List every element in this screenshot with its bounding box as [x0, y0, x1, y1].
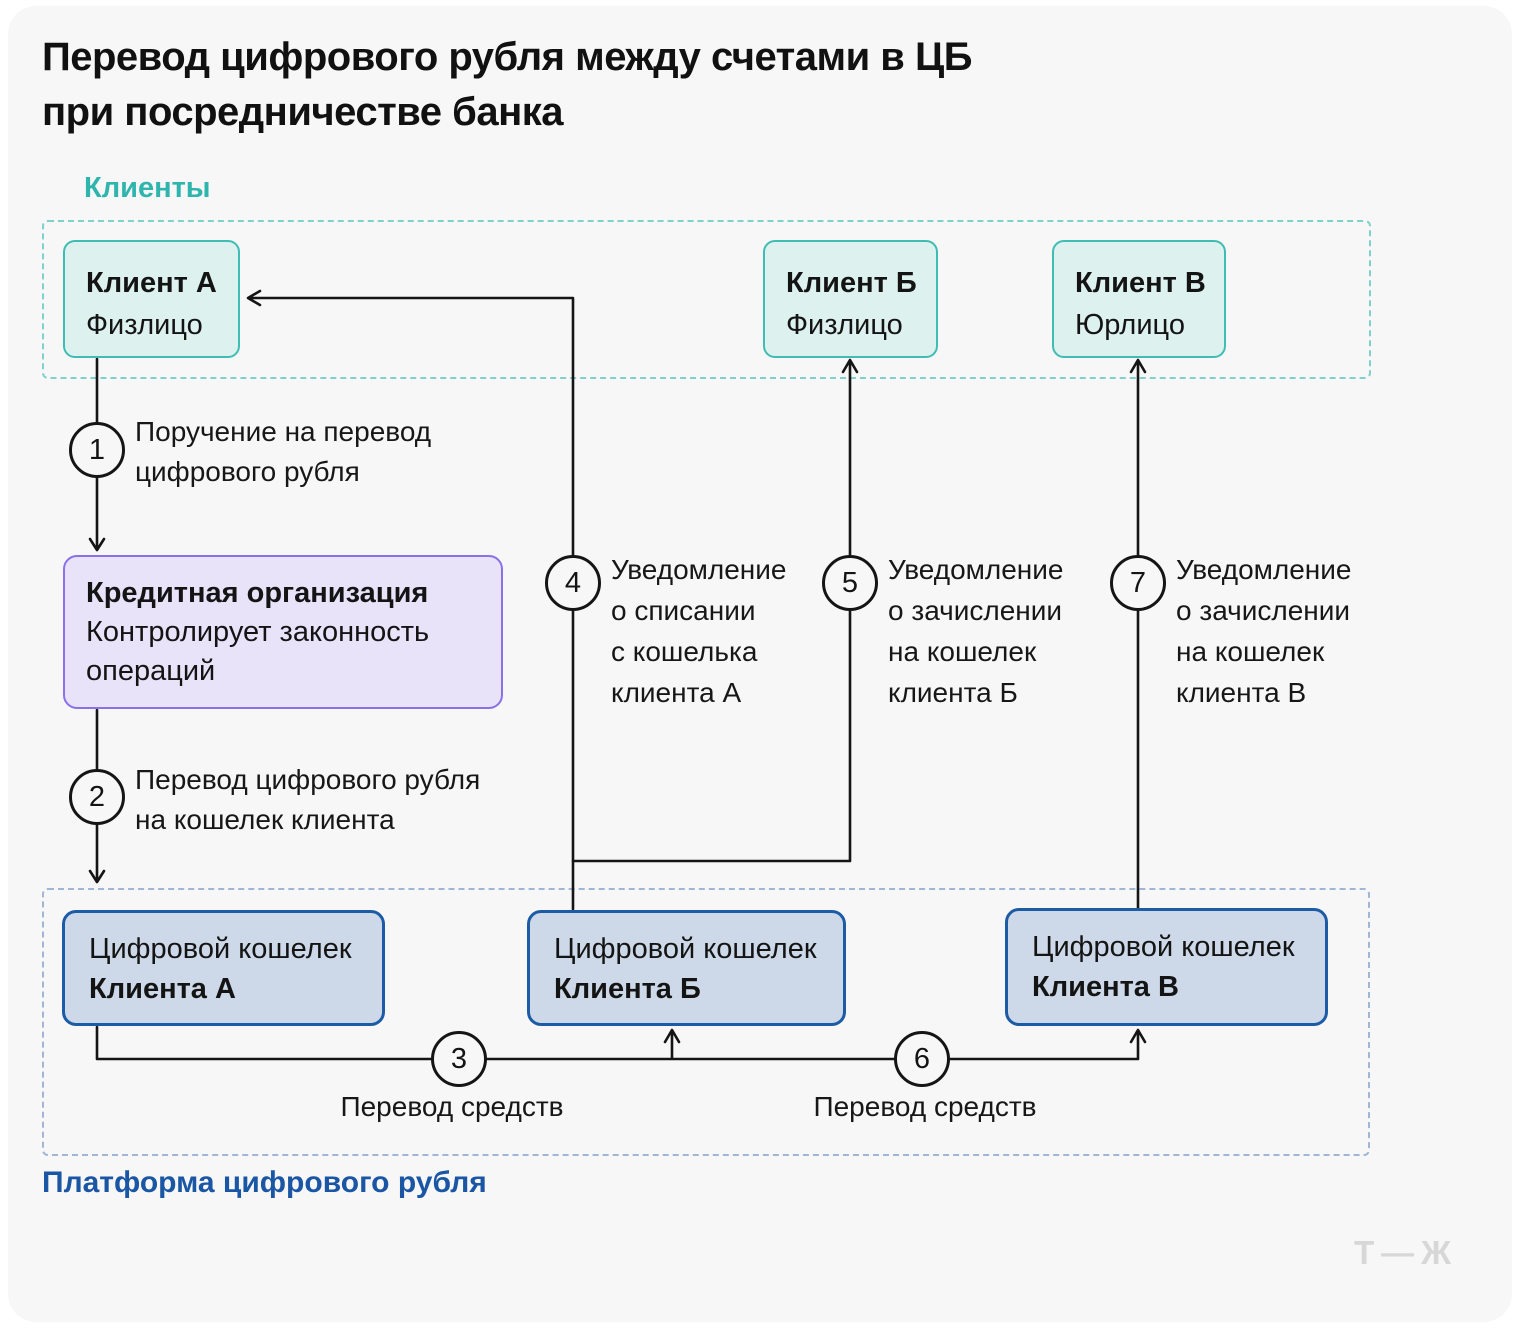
client-v-box: Клиент В Юрлицо	[1052, 240, 1226, 358]
step-label-6: Перевод средств	[813, 1091, 1037, 1122]
wallet-a-box: Цифровой кошелек Клиента А	[62, 910, 385, 1026]
step-label-5: Уведомление о зачислении на кошелек клие…	[888, 554, 1064, 708]
platform-group-label: Платформа цифрового рубля	[42, 1166, 487, 1199]
wallet-b-owner: Клиента Б	[554, 973, 701, 1005]
bank-title: Кредитная организация	[86, 577, 429, 609]
step-circle-3: 3	[431, 1031, 487, 1087]
client-v-subtitle: Юрлицо	[1075, 309, 1185, 341]
client-b-subtitle: Физлицо	[786, 309, 903, 341]
line-4-notify-client-a	[246, 289, 575, 911]
step-label-2: Перевод цифрового рубля на кошелек клиен…	[135, 764, 481, 835]
step-number-7: 7	[1129, 566, 1147, 599]
step-circle-5: 5	[822, 555, 878, 611]
step-circle-7: 7	[1110, 555, 1166, 611]
client-b-box: Клиент Б Физлицо	[763, 240, 938, 358]
wallet-b-box: Цифровой кошелек Клиента Б	[527, 910, 846, 1026]
client-a-subtitle: Физлицо	[86, 309, 203, 341]
step-label-1: Поручение на перевод цифрового рубля	[135, 416, 432, 487]
step-circle-1: 1	[69, 422, 125, 478]
step-circle-4: 4	[545, 555, 601, 611]
bank-box: Кредитная организация Контролирует закон…	[63, 555, 503, 709]
step-label-3: Перевод средств	[340, 1091, 564, 1122]
clients-group-box	[42, 220, 1371, 379]
wallet-a-owner: Клиента А	[89, 973, 236, 1005]
platform-group-box	[42, 888, 1370, 1156]
step-number-1: 1	[88, 433, 106, 466]
step-label-4: Уведомление о списании с кошелька клиент…	[611, 554, 787, 708]
line-5-notify-client-b	[571, 358, 859, 863]
step-number-4: 4	[564, 566, 582, 599]
wallet-a-title: Цифровой кошелек	[89, 933, 352, 965]
step-circle-6: 6	[894, 1031, 950, 1087]
clients-group-label: Клиенты	[84, 172, 211, 204]
wallet-b-title: Цифровой кошелек	[554, 933, 817, 965]
page-title: Перевод цифрового рубля между счетами в …	[42, 35, 972, 134]
client-b-title: Клиент Б	[786, 267, 917, 299]
client-a-box: Клиент А Физлицо	[63, 240, 240, 358]
client-v-title: Клиент В	[1075, 267, 1206, 299]
client-a-title: Клиент А	[86, 267, 217, 299]
step-number-2: 2	[88, 780, 106, 813]
wallet-v-title: Цифровой кошелек	[1032, 931, 1295, 963]
wallet-v-owner: Клиента В	[1032, 971, 1179, 1003]
bank-subtitle: Контролирует законность операций	[86, 616, 430, 687]
line-7-notify-client-v	[1129, 358, 1147, 911]
step-number-3: 3	[450, 1042, 468, 1075]
line-3-6-funds-transfer	[95, 1025, 1147, 1061]
tj-logo: Т—Ж	[1354, 1234, 1458, 1271]
step-label-7: Уведомление о зачислении на кошелек клие…	[1176, 554, 1352, 708]
step-circle-2: 2	[69, 769, 125, 825]
wallet-v-box: Цифровой кошелек Клиента В	[1005, 908, 1328, 1026]
step-number-6: 6	[913, 1042, 931, 1075]
step-number-5: 5	[841, 566, 859, 599]
